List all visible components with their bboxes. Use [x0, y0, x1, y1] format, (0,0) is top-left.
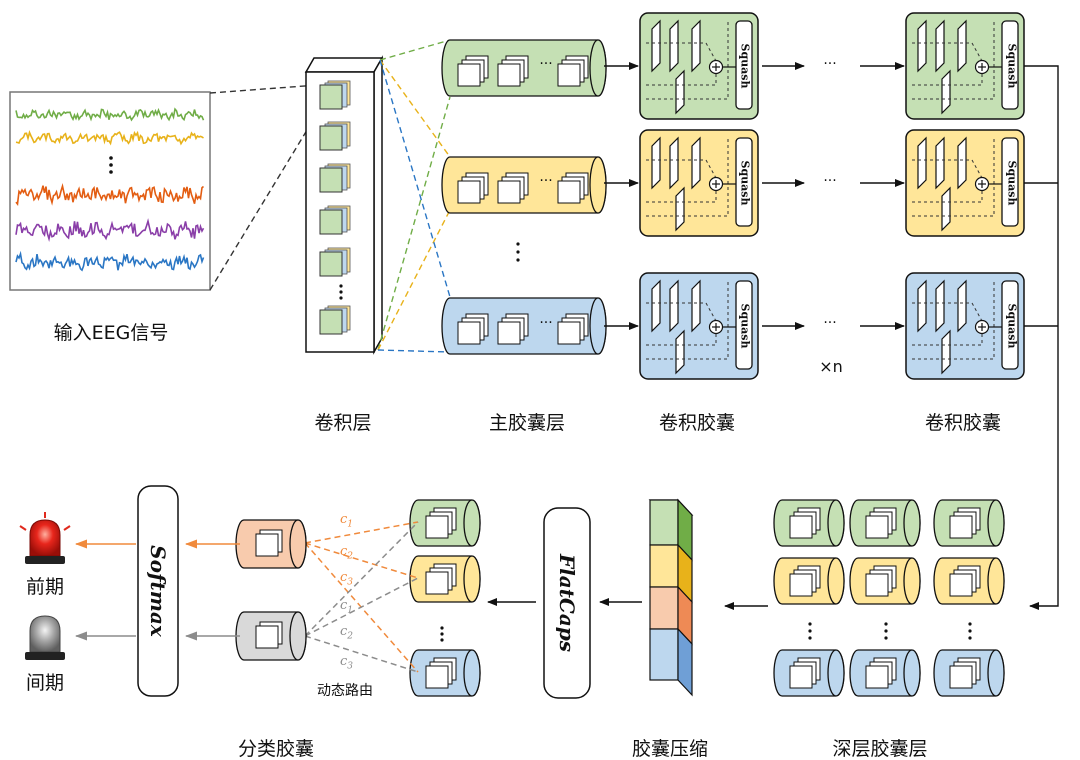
- class-input-capsule: [409, 499, 481, 547]
- label-class-caps: 分类胶囊: [237, 738, 315, 760]
- conv-capsule-block-5: [639, 272, 759, 380]
- coef-c3-gray: c3: [340, 654, 354, 672]
- squash-box: [1001, 280, 1019, 370]
- conv-capsule-blocks: [639, 12, 1025, 380]
- eeg-trace-purple: [15, 218, 205, 242]
- conv-capsule-block-2: [905, 12, 1025, 120]
- coef-c3-orange: c3: [340, 570, 354, 588]
- primary-capsule-yellow: [441, 156, 607, 214]
- deep-capsule: [933, 499, 1005, 547]
- softmax-label: Softmax: [146, 545, 170, 637]
- eeg-vertical-dots: [109, 156, 113, 174]
- coef-c2-orange: c2: [340, 544, 354, 562]
- alarm-light-red-icon: [19, 512, 71, 564]
- label-conv-layer: 卷积层: [314, 412, 372, 434]
- label-primary-caps: 主胶囊层: [488, 412, 566, 434]
- deep-caps-vdots: [808, 622, 972, 640]
- class-input-capsule: [409, 555, 481, 603]
- eeg-trace-yellow: [15, 130, 204, 146]
- label-dynamic-routing: 动态路由: [317, 683, 373, 699]
- deep-capsule: [849, 499, 921, 547]
- row-ellipsis-2: ···: [823, 173, 837, 189]
- deep-capsule: [773, 557, 845, 605]
- row-ellipsis-1: ···: [823, 56, 837, 72]
- conv-capsule-block-6: [905, 272, 1025, 380]
- class-capsule-preictal: [235, 519, 307, 569]
- label-input-eeg: 输入EEG信号: [53, 322, 169, 344]
- conv-to-primary-connections: [377, 39, 451, 353]
- coef-c2-gray: c2: [340, 624, 354, 642]
- conv-dots: [339, 284, 343, 300]
- conv-feature-map: [319, 80, 351, 110]
- deep-capsule: [773, 649, 845, 697]
- deep-capsule: [849, 557, 921, 605]
- deep-capsule-layer: [773, 499, 1005, 697]
- row-ellipsis-3: ···: [823, 315, 837, 331]
- squash-label-5: Squash: [1005, 160, 1019, 206]
- deep-capsule: [773, 499, 845, 547]
- deep-capsule: [933, 649, 1005, 697]
- squash-label-1: Squash: [738, 43, 752, 89]
- squash-box: [735, 137, 753, 227]
- label-caps-compress: 胶囊压缩: [631, 738, 709, 760]
- conv-capsule-block-1: [639, 12, 759, 120]
- conv-layer-feature-maps: [319, 80, 351, 335]
- conv-feature-map: [319, 247, 351, 277]
- primary-capsule-blue: [441, 297, 607, 355]
- squash-box: [1001, 20, 1019, 110]
- softmax-block: [137, 485, 179, 697]
- squash-box: [735, 20, 753, 110]
- flatcaps-label: FlatCaps: [555, 553, 579, 653]
- class-input-capsules: [409, 499, 481, 697]
- primary-ellipsis-2: ···: [539, 173, 553, 189]
- flatcaps-block: [543, 507, 591, 699]
- squash-box: [735, 280, 753, 370]
- squash-label-4: Squash: [1005, 43, 1019, 89]
- alarm-light-gray-icon: [25, 615, 65, 660]
- class-input-vdots: [440, 626, 444, 642]
- primary-caps-vdots: [516, 242, 520, 262]
- dynamic-routing-lines: [304, 521, 419, 673]
- capsule-compression-bar: [648, 498, 694, 697]
- deep-capsule: [933, 557, 1005, 605]
- conv-feature-map: [319, 205, 351, 235]
- output-interictal: 间期: [25, 672, 65, 694]
- squash-box: [1001, 137, 1019, 227]
- label-times-n: ×n: [819, 357, 843, 376]
- conv-feature-map: [319, 121, 351, 151]
- conv-capsule-block-3: [639, 129, 759, 237]
- output-preictal: 前期: [25, 576, 65, 598]
- squash-label-6: Squash: [1005, 303, 1019, 349]
- squash-label-3: Squash: [738, 303, 752, 349]
- conv-feature-map: [319, 305, 351, 335]
- primary-ellipsis-3: ···: [539, 315, 553, 331]
- primary-capsules: [441, 39, 607, 355]
- class-capsule-interictal: [235, 611, 307, 661]
- primary-capsule-green: [441, 39, 607, 97]
- eeg-trace-orange: [15, 182, 204, 207]
- coef-c1-gray: c1: [340, 598, 354, 616]
- label-deep-caps: 深层胶囊层: [832, 738, 928, 760]
- eeg-input-panel: [9, 91, 211, 291]
- primary-ellipsis-1: ···: [539, 56, 553, 72]
- eeg-trace-green: [15, 107, 205, 122]
- conv-feature-map: [319, 163, 351, 193]
- eeg-trace-blue: [15, 250, 205, 272]
- squash-label-2: Squash: [738, 160, 752, 206]
- conv-capsule-block-4: [905, 129, 1025, 237]
- class-input-capsule: [409, 649, 481, 697]
- row-arrows: [604, 62, 905, 330]
- class-capsules: [235, 519, 307, 661]
- label-conv-caps-2: 卷积胶囊: [924, 412, 1002, 434]
- coef-c1-orange: c1: [340, 512, 354, 530]
- deep-capsule: [849, 649, 921, 697]
- label-conv-caps-1: 卷积胶囊: [658, 412, 736, 434]
